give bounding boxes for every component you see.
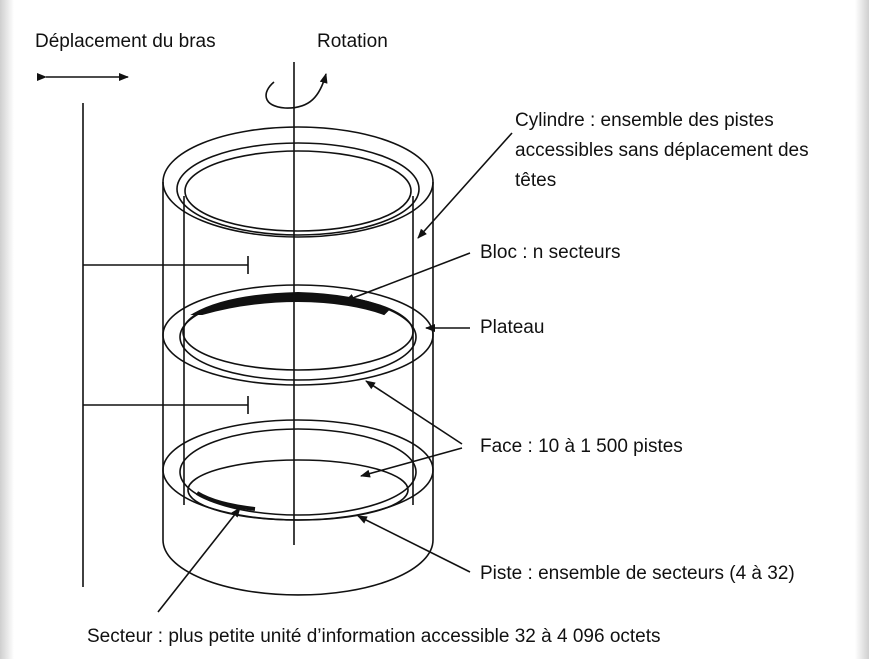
block-label: Bloc : n secteurs — [480, 242, 621, 263]
rotation-arrow-icon — [265, 73, 328, 109]
track-pointer — [357, 515, 471, 573]
cylinder-label: Cylindre : ensemble des pistes accessibl… — [515, 110, 809, 191]
cylinder — [162, 126, 434, 596]
track-label: Piste : ensemble de secteurs (4 à 32) — [480, 563, 795, 584]
face-label: Face : 10 à 1 500 pistes — [480, 436, 683, 457]
face-pointer-top — [365, 380, 463, 445]
cylinder-pointer — [417, 132, 513, 239]
actuator-arm — [82, 103, 249, 587]
face — [162, 419, 434, 521]
face-pointer-bottom — [360, 447, 463, 478]
rotation-label: Rotation — [317, 31, 388, 52]
sector-pointer — [157, 507, 241, 613]
block-pointer — [344, 252, 471, 302]
platter-label: Plateau — [480, 317, 545, 338]
sector-label: Secteur : plus petite unité d’informatio… — [87, 626, 661, 647]
block-highlight — [190, 291, 390, 316]
sector-highlight — [195, 491, 256, 511]
arm-movement-label: Déplacement du bras — [35, 31, 216, 52]
